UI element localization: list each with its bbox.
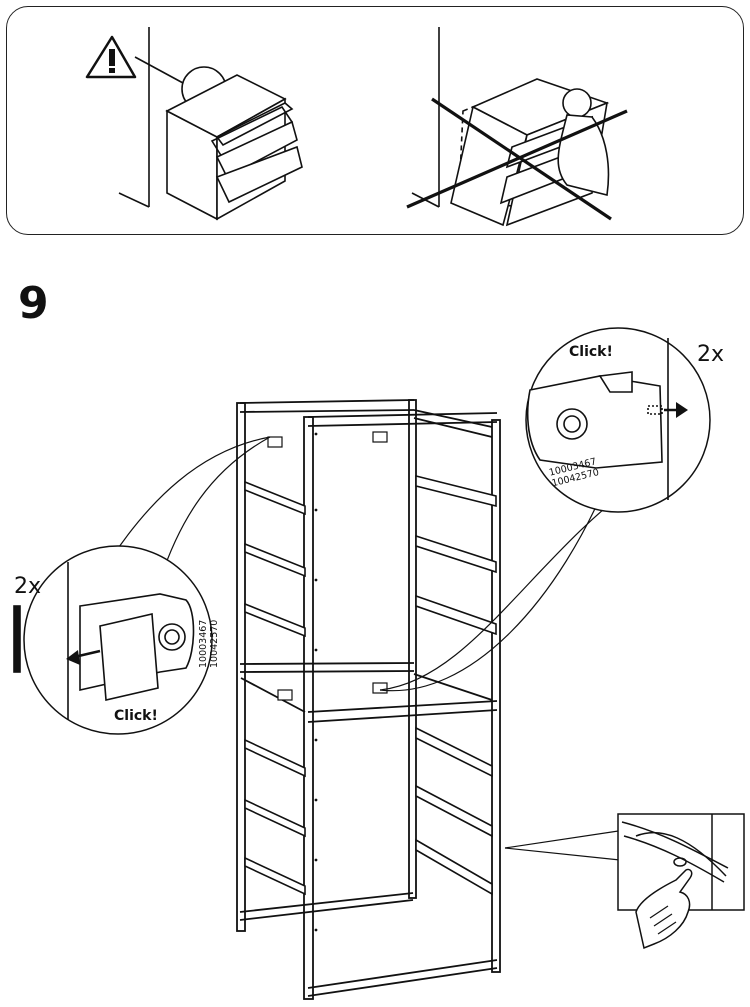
callout-left-count: 2x — [14, 574, 42, 599]
callout-leaders — [109, 436, 641, 861]
step-number: 9 — [18, 278, 49, 329]
warning-panel — [6, 6, 744, 235]
correct-dresser — [118, 27, 303, 221]
pointing-hand-icon — [635, 868, 693, 950]
clip-markers — [267, 431, 388, 701]
warning-triangle-icon — [85, 35, 137, 79]
callout-right-count: 2x — [697, 342, 725, 367]
warning-illustration — [85, 27, 628, 227]
incorrect-dresser — [406, 27, 628, 227]
callout-right-click-label: Click! — [569, 344, 613, 360]
callout-left-click-label: Click! — [114, 708, 158, 724]
